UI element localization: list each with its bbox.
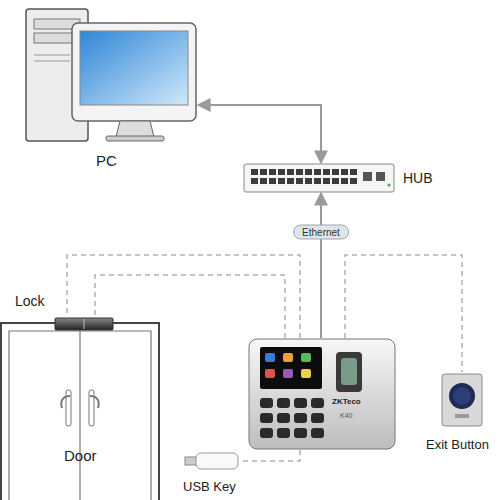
illustration-part [314,178,321,184]
illustration-part [296,178,303,184]
dashed-wire [240,450,300,461]
illustration-part [34,55,70,56]
usb-key: USB Key [185,452,240,470]
illustration-part [185,452,240,470]
network-hub: HUB [243,163,395,193]
illustration-part [196,453,238,469]
illustration-part [388,184,391,187]
node-label: PC [96,153,117,170]
illustration-part [277,398,290,408]
illustration-part [116,121,154,137]
illustration-part [332,169,339,175]
illustration-part [20,5,198,170]
network-link [198,105,321,163]
illustration-part [301,369,311,378]
illustration-part [350,169,357,175]
door-lock: Lock [55,318,113,330]
node-label: Lock [15,294,45,309]
illustration-part [1,323,159,500]
illustration-part [350,178,357,184]
illustration-part [260,413,273,423]
illustration-part [84,319,85,329]
illustration-part [311,413,324,423]
edge-label: Ethernet [293,225,349,240]
illustration-part [296,169,303,175]
illustration-part [287,169,294,175]
illustration-part [260,428,273,438]
illustration-part [265,369,275,378]
illustration-part [305,169,312,175]
illustration-part [341,169,348,175]
illustration-part [278,169,285,175]
illustration-part [294,398,307,408]
node-label: HUB [403,171,433,186]
illustration-part [248,338,396,450]
illustration-part [311,398,324,408]
illustration-part [244,164,394,192]
illustration-part [341,178,348,184]
illustration-part [455,414,469,418]
illustration-part [34,61,70,62]
illustration-part [442,374,482,426]
illustration-part [453,387,471,405]
dashed-wire [95,275,285,338]
illustration-part [449,383,475,409]
computer-node: PC [20,5,198,170]
node-label: Door [64,448,97,465]
illustration-part [249,339,395,449]
illustration-part [251,169,258,175]
illustration-part [260,178,267,184]
illustration-part [278,178,285,184]
illustration-part [305,178,312,184]
illustration-part [283,353,293,362]
dashed-wire [67,255,300,338]
illustration-part [323,178,330,184]
dashed-wire [345,255,462,372]
illustration-part [260,347,322,389]
illustration-part [251,178,258,184]
illustration-part [440,372,484,427]
illustration-part [79,331,80,500]
illustration-part [283,369,293,378]
node-label: K40 [340,412,352,420]
illustration-part [311,428,324,438]
illustration-part [260,398,273,408]
illustration-part [376,172,385,181]
illustration-part [80,31,188,105]
illustration-part [363,172,372,181]
illustration-part [185,457,197,465]
illustration-part [294,413,307,423]
illustration-part [55,318,113,330]
illustration-part [9,331,151,500]
illustration-part [277,428,290,438]
illustration-part [336,352,362,392]
illustration-part [294,428,307,438]
illustration-part [301,353,311,362]
network-link [320,193,322,338]
illustration-part [106,136,164,141]
illustration-part [265,353,275,362]
illustration-part [332,178,339,184]
illustration-part [61,396,70,408]
illustration-part [341,358,357,385]
node-label: ZKTeco [332,398,361,407]
illustration-part [260,169,267,175]
illustration-part [323,169,330,175]
illustration-part [277,413,290,423]
node-label: Exit Button [426,438,489,452]
illustration-part [72,23,196,121]
illustration-part [90,396,99,408]
double-door: Door [0,322,160,500]
exit-button: Exit Button [440,372,484,427]
illustration-part [269,178,276,184]
illustration-part [243,163,395,193]
access-terminal: ZKTecoK40 [248,338,396,450]
illustration-part [0,322,160,500]
illustration-part [287,178,294,184]
illustration-part [55,318,113,330]
illustration-part [269,169,276,175]
node-label: USB Key [183,480,236,494]
illustration-part [314,169,321,175]
